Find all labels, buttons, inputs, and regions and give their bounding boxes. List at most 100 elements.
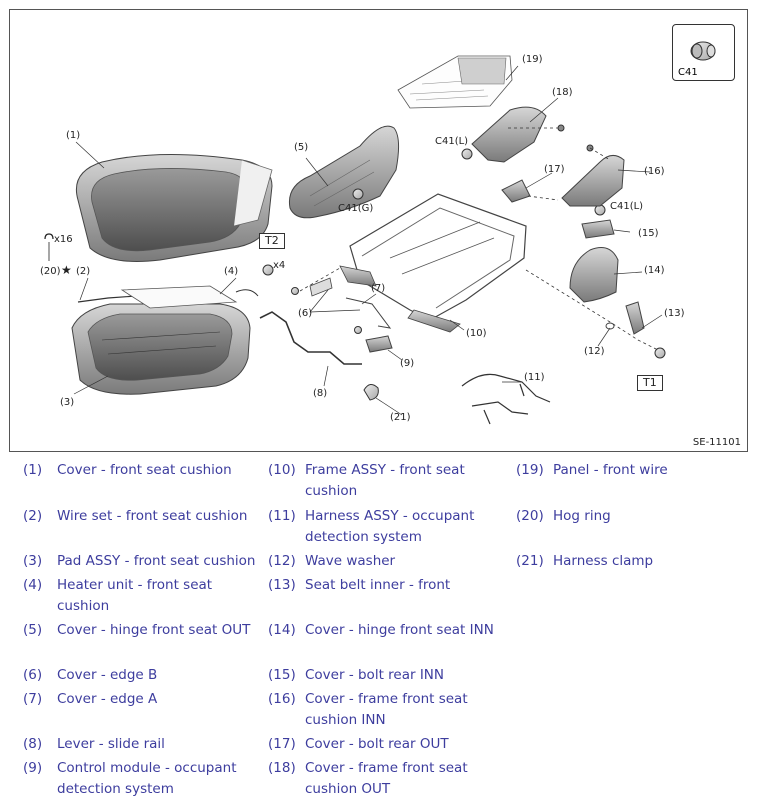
legend-item: (8)Lever - slide rail (23, 734, 257, 755)
seat-cushion-cover-part (76, 154, 273, 262)
callout-17: (17) (544, 164, 565, 175)
clip-label-c41-g: C41(G) (338, 203, 374, 214)
c41-box-label: C41 (678, 67, 698, 78)
diagram-drawing (44, 55, 666, 425)
legend-item: (21)Harness clamp (516, 551, 753, 572)
legend-text: Cover - edge A (57, 691, 158, 707)
legend-number: (10) (268, 462, 296, 478)
wave-washer-part (605, 322, 615, 330)
edge-cover-b-part (309, 277, 333, 297)
callout-14: (14) (644, 265, 665, 276)
legend-item: (10) Frame ASSY - front seat cushion (268, 460, 473, 502)
legend-text: Heater unit - front seat cushion (57, 577, 213, 614)
legend-text: Harness ASSY - occupant detection system (305, 508, 475, 545)
callout-1: (1) (66, 130, 81, 141)
clip-label-c41-l-2: C41(L) (610, 201, 644, 212)
harness-assy-part (461, 373, 551, 425)
legend-number: (3) (23, 553, 43, 569)
callout-15: (15) (638, 228, 659, 239)
callout-4: (4) (224, 266, 239, 277)
legend-item: (9)Control module - occupant detection s… (23, 758, 242, 800)
callout-19: (19) (522, 54, 543, 65)
legend-number: (4) (23, 577, 43, 593)
legend-item: (16)Cover - frame front seat cushion INN (268, 689, 473, 731)
clip-label-c41-l-1: C41(L) (435, 136, 469, 147)
legend-text: Lever - slide rail (57, 736, 165, 752)
exploded-parts-diagram: C41 (1) (2) (3) (4) (5) (6) (7) (8) (9) … (9, 9, 748, 452)
heater-unit-part (120, 285, 259, 309)
legend-item: (12) Wave washer (268, 551, 480, 572)
legend-number: (6) (23, 667, 43, 683)
legend-text: Frame ASSY - front seat cushion (305, 462, 465, 499)
legend-text: Pad ASSY - front seat cushion (57, 553, 256, 569)
frame-cover-out-part (471, 106, 547, 163)
legend-text: Control module - occupant detection syst… (57, 760, 237, 797)
callout-9: (9) (400, 358, 415, 369)
legend-number: (14) (268, 622, 296, 638)
bolt-cover-inn-part (581, 219, 615, 239)
legend-item: (20) Hog ring (516, 506, 753, 527)
callout-2: (2) (76, 266, 91, 277)
callout-21: (21) (390, 412, 411, 423)
callout-12: (12) (584, 346, 605, 357)
front-wire-panel-part (397, 55, 513, 109)
edge-cover-a-part (345, 297, 392, 329)
legend-number: (20) (516, 508, 544, 524)
legend-item: (5)Cover - hinge front seat OUT (23, 620, 257, 641)
callout-7: (7) (371, 283, 386, 294)
callout-11: (11) (524, 372, 545, 383)
legend-item: (19) Panel - front wire (516, 460, 753, 481)
legend-item: (15)Cover - bolt rear INN (268, 665, 480, 686)
leader-lines (73, 65, 663, 416)
legend-text: Wire set - front seat cushion (57, 508, 248, 524)
legend-text: Hog ring (553, 508, 611, 524)
hinge-cover-inn-part (569, 247, 619, 303)
legend-item: (14) Cover - hinge front seat INN (268, 620, 515, 641)
legend-number: (7) (23, 691, 43, 707)
callout-6: (6) (298, 308, 313, 319)
assembly-lines (299, 127, 659, 351)
hinge-cover-out-part (288, 125, 400, 219)
legend-number: (1) (23, 462, 43, 478)
legend-text: Seat belt inner - front (305, 577, 451, 593)
frame-cover-inn-part (561, 155, 625, 207)
callout-16: (16) (644, 166, 665, 177)
legend-text: Cover - bolt rear OUT (305, 736, 449, 752)
seat-belt-inner-part (625, 301, 645, 335)
legend-number: (17) (268, 736, 296, 752)
callout-5: (5) (294, 142, 309, 153)
legend-text: Cover - edge B (57, 667, 158, 683)
legend-text: Cover - frame front seat cushion OUT (305, 760, 468, 797)
seat-pad-part (71, 303, 251, 395)
legend-text: Cover - front seat cushion (57, 462, 232, 478)
legend-text: Panel - front wire (553, 462, 668, 478)
legend-item: (6) Cover - edge B (23, 665, 257, 686)
c41-clip-detail-box: C41 (672, 24, 735, 81)
slide-rail-lever-part (259, 311, 362, 365)
legend-item: (7) Cover - edge A (23, 689, 257, 710)
t1-bolt (654, 347, 666, 359)
c41-clip-icon (690, 41, 716, 61)
parts-legend: (1)Cover - front seat cushion (2)Wire se… (0, 460, 757, 807)
callout-8: (8) (313, 388, 328, 399)
legend-number: (13) (268, 577, 296, 593)
legend-text: Wave washer (305, 553, 396, 569)
star-mark: ★ (61, 263, 72, 277)
legend-text: Harness clamp (553, 553, 654, 569)
legend-number: (11) (268, 508, 296, 524)
legend-item: (13) Seat belt inner - front (268, 575, 505, 596)
hog-ring-quantity: x16 (54, 234, 73, 245)
callout-18: (18) (552, 87, 573, 98)
figure-id: SE-11101 (692, 437, 741, 448)
harness-clamp-part (363, 384, 379, 401)
legend-item: (17) Cover - bolt rear OUT (268, 734, 480, 755)
legend-number: (19) (516, 462, 544, 478)
legend-number: (12) (268, 553, 296, 569)
control-module-part (365, 335, 393, 353)
legend-text: Cover - hinge front seat INN (305, 622, 494, 638)
bolt-small (291, 287, 299, 295)
legend-item: (18)Cover - frame front seat cushion OUT (268, 758, 473, 800)
t1-torque-tag: T1 (637, 375, 663, 391)
legend-item: (4) Heater unit - front seat cushion (23, 575, 217, 617)
legend-item: (3) Pad ASSY - front seat cushion (23, 551, 257, 572)
